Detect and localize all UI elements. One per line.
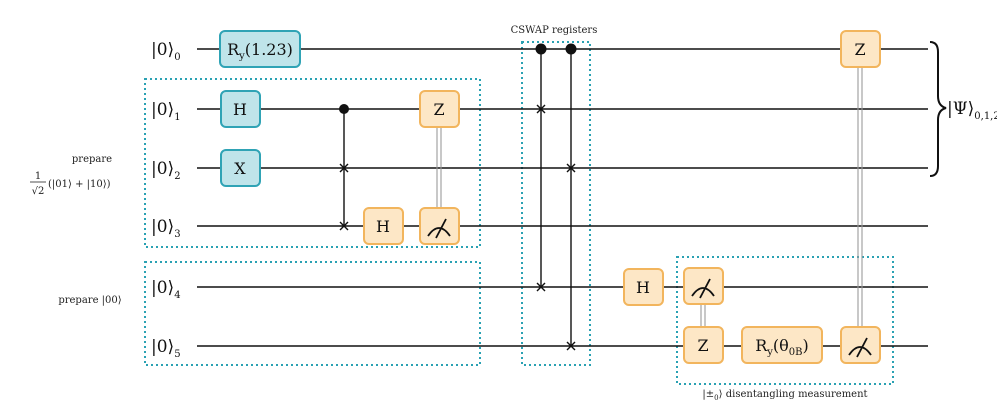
z-gate-q5: Z [683, 326, 724, 364]
svg-text:Z: Z [697, 336, 708, 355]
svg-text:Ry(θ0B): Ry(θ0B) [755, 336, 809, 358]
svg-text:|0⟩1: |0⟩1 [151, 100, 181, 123]
svg-text:H: H [233, 100, 247, 119]
prepare-bell-state: 1 √2 (|01⟩ + |10⟩) [30, 171, 111, 197]
x-gate-q2: X [220, 149, 261, 187]
svg-text:H: H [636, 278, 650, 297]
svg-text:1: 1 [35, 171, 41, 182]
swap-cross-q2 [339, 163, 349, 173]
qubit-label-1: |0⟩1 [151, 100, 181, 123]
measure-gate-q3 [419, 207, 460, 245]
classical-wire-q5-to-z-q0 [857, 63, 863, 332]
svg-text:Ry(1.23): Ry(1.23) [227, 40, 293, 62]
svg-text:|0⟩2: |0⟩2 [151, 159, 181, 182]
output-state: |Ψ⟩0,1,2 [947, 99, 997, 122]
ry-gate-q0: Ry(1.23) [219, 30, 301, 68]
meter-icon [427, 227, 451, 237]
svg-text:|0⟩3: |0⟩3 [151, 217, 181, 240]
prepare-zero-label: prepare |00⟩ [58, 295, 121, 306]
svg-text:Z: Z [433, 100, 444, 119]
qubit-label-5: |0⟩5 [151, 337, 181, 360]
swap-cross-q4 [536, 282, 546, 292]
qubit-label-4: |0⟩4 [151, 278, 181, 301]
cswap-box [521, 41, 591, 366]
classical-wire-q3-to-z-q1 [436, 122, 442, 212]
output-brace [929, 41, 947, 177]
swap-cross-q2b [566, 163, 576, 173]
qubit-label-3: |0⟩3 [151, 217, 181, 240]
svg-text:Z: Z [854, 40, 865, 59]
measurement-caption: |±0⟩ disentangling measurement [702, 389, 867, 401]
swap-cross-q1 [536, 104, 546, 114]
svg-text:√2: √2 [32, 186, 45, 197]
svg-text:|0⟩0: |0⟩0 [151, 40, 181, 63]
cswap-label: CSWAP registers [511, 25, 598, 36]
measure-gate-q4 [683, 267, 724, 305]
svg-text:H: H [376, 217, 390, 236]
svg-text:(|01⟩ + |10⟩): (|01⟩ + |10⟩) [48, 179, 111, 190]
h-gate-q3: H [363, 207, 404, 245]
cswap-q0-q1-q4 [535, 43, 547, 292]
svg-text:X: X [234, 159, 246, 178]
z-gate-q0: Z [840, 30, 881, 68]
meter-icon [848, 346, 872, 356]
meter-icon [691, 287, 715, 297]
z-gate-q1: Z [419, 90, 460, 128]
bell-prep-box [144, 78, 481, 248]
prepare-bell-label: prepare [72, 154, 112, 165]
measure-gate-q5 [840, 326, 881, 364]
svg-text:|0⟩4: |0⟩4 [151, 278, 181, 301]
ry-theta-gate-q5: Ry(θ0B) [741, 326, 823, 364]
h-gate-q1: H [220, 90, 261, 128]
zero-prep-box [144, 261, 481, 366]
cswap-q0-q2-q5 [565, 43, 577, 351]
swap-cross-q5 [566, 341, 576, 351]
h-gate-q4: H [623, 268, 664, 306]
cswap-q1-q2-q3 [339, 104, 349, 231]
swap-cross-q3 [339, 221, 349, 231]
qubit-label-0: |0⟩0 [151, 40, 181, 63]
svg-text:|0⟩5: |0⟩5 [151, 337, 181, 360]
measurement-box [676, 256, 894, 385]
qubit-label-2: |0⟩2 [151, 159, 181, 182]
